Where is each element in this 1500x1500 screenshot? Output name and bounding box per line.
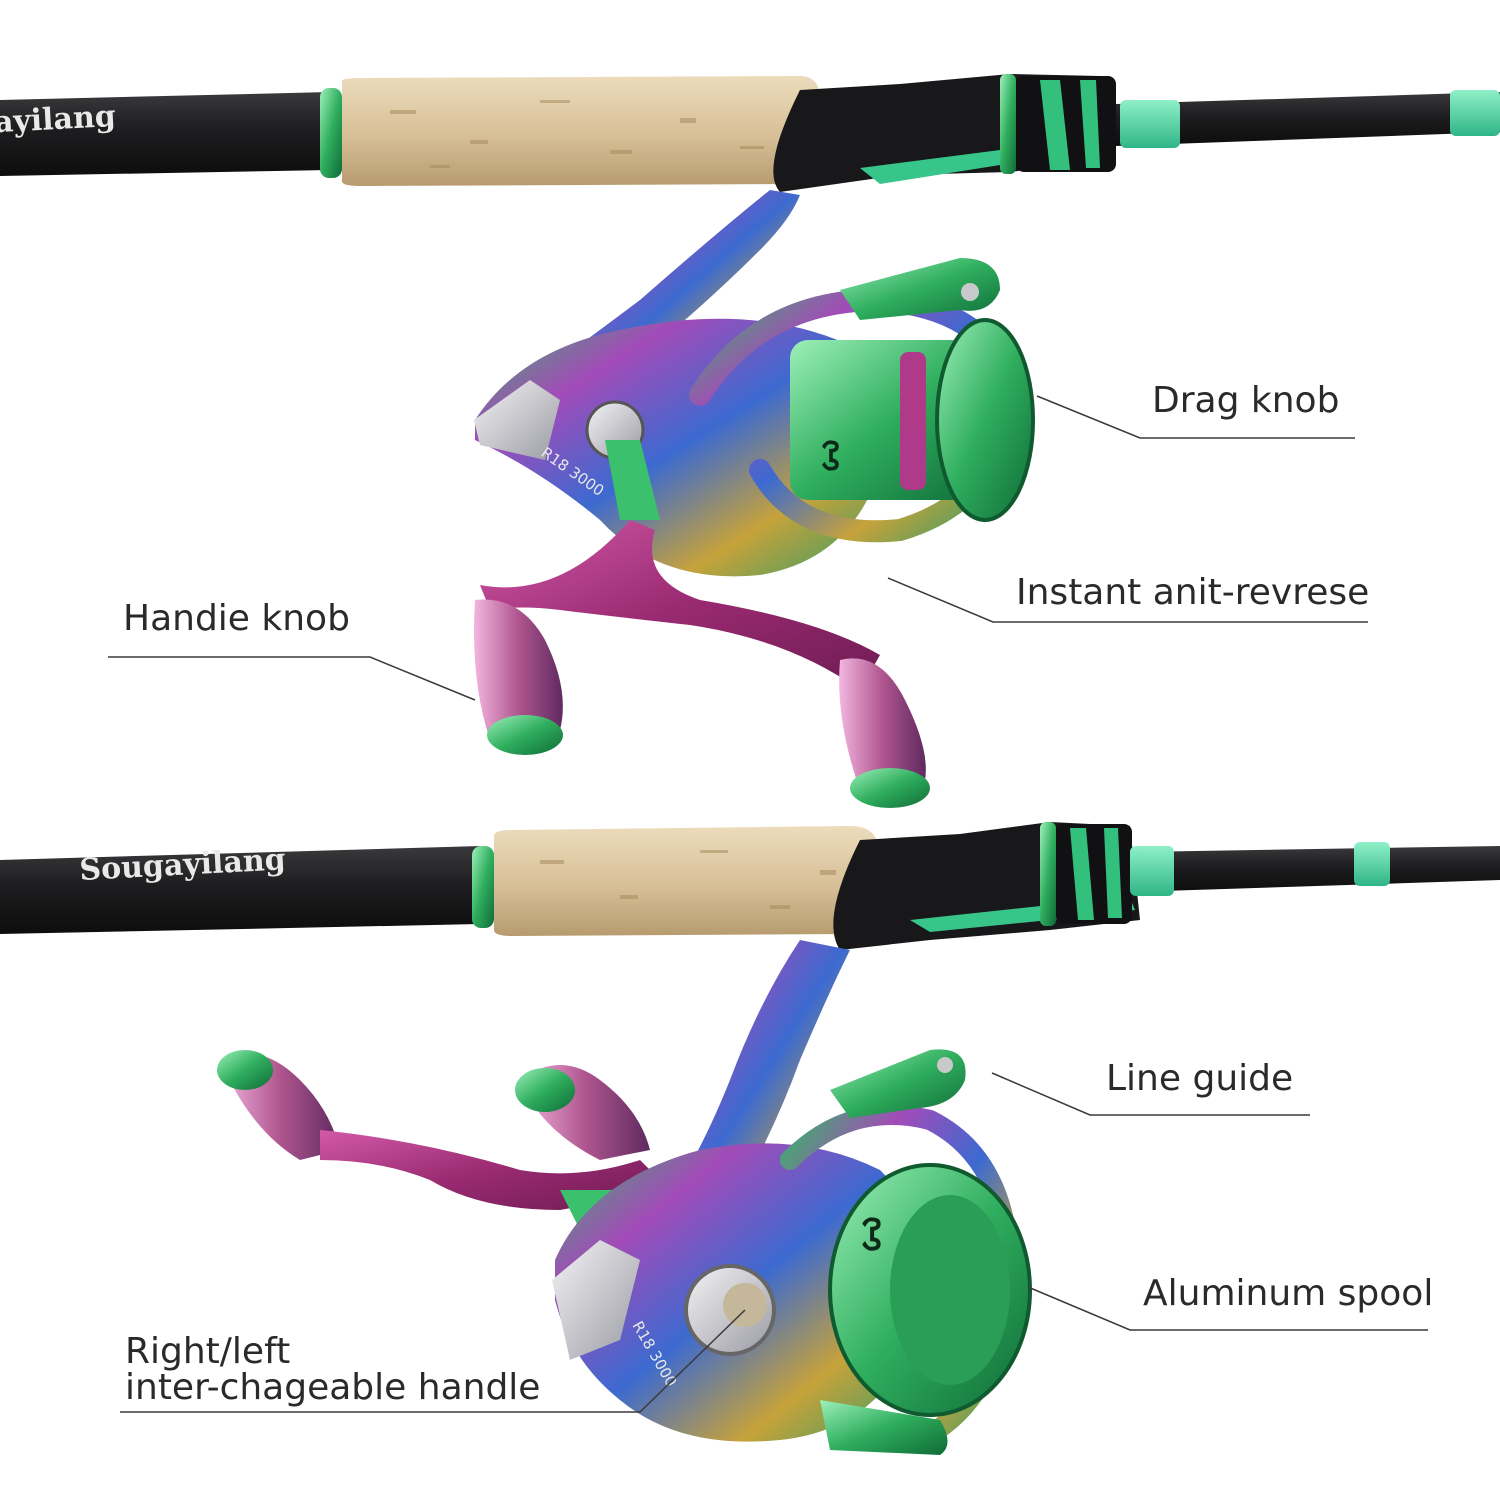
bottom-rod-mint-wrap-1: [1130, 846, 1174, 896]
callout-anti-reverse: Instant anit-revrese: [1016, 572, 1370, 613]
bottom-reel-knob-far: [217, 1050, 340, 1160]
top-reel-handle-arm: [480, 520, 880, 690]
bottom-reel-handle-socket-inner: [723, 1283, 767, 1327]
top-reel-knob-left: [474, 599, 563, 755]
bottom-rod: Sougayilang: [0, 822, 1500, 950]
leader-line-drag-knob: [1036, 395, 1355, 439]
top-rod-hood-ring: [1000, 74, 1016, 174]
top-rod-cork-grip: [341, 76, 820, 186]
callout-handle-knob: Handie knob: [123, 598, 350, 639]
top-reel-line-roller: [840, 258, 1000, 320]
leader-lines: [108, 395, 1428, 1413]
top-reel-roller-screw: [961, 283, 979, 301]
top-rod-mint-wrap-2: [1450, 90, 1500, 136]
leader-line-anti-reverse: [887, 577, 1368, 623]
callout-handle-line2: inter-chageable handle: [125, 1367, 541, 1408]
top-reel-handle-shaft: [605, 440, 660, 520]
bottom-reel-silver-cap: [552, 1240, 640, 1360]
leader-line-handle: [120, 1309, 746, 1413]
top-rod-mint-wrap-1: [1120, 100, 1180, 148]
top-rod-hood-green-stripes: [1040, 80, 1100, 170]
top-rod-tip-blank: [1116, 92, 1500, 146]
bottom-reel-line-roller: [830, 1049, 966, 1118]
bottom-reel-spool-logo: ꕘ: [860, 1210, 883, 1261]
bottom-reel-roller-screw: [937, 1057, 953, 1073]
bottom-rod-green-ring: [472, 846, 494, 928]
top-reel-knob-right: [839, 658, 930, 808]
top-rod: Sougayilang: [0, 74, 1500, 192]
callout-line-guide: Line guide: [1106, 1058, 1294, 1099]
bottom-rod-cork-grip: [494, 826, 878, 936]
bottom-rod-cork-texture: [540, 850, 836, 909]
bottom-rod-tip-blank: [1132, 846, 1500, 892]
bottom-rod-mint-wrap-2: [1354, 842, 1390, 886]
top-reel: R18 3000 ꕘ: [474, 190, 1035, 808]
top-rod-cork-texture: [390, 100, 764, 168]
leader-line-line-guide: [991, 1072, 1310, 1116]
top-reel-silver-cap: [474, 380, 560, 460]
bottom-reel-spool-face: [890, 1195, 1010, 1385]
callout-drag-knob: Drag knob: [1152, 380, 1340, 421]
top-rod-blank: [0, 92, 330, 176]
bottom-rod-hood-green-stripes: [1070, 828, 1122, 920]
leader-line-spool: [1027, 1286, 1428, 1331]
top-reel-spool-line: [900, 352, 926, 490]
bottom-reel-foot: [820, 1400, 948, 1455]
bottom-reel: R18 3000 ꕘ: [217, 940, 1032, 1455]
top-reel-spool-logo: ꕘ: [820, 434, 841, 480]
top-reel-drag-knob: [935, 318, 1035, 522]
callout-spool: Aluminum spool: [1143, 1273, 1434, 1314]
top-rod-green-ring: [320, 88, 342, 178]
callout-handle-line1: Right/left: [125, 1331, 291, 1372]
bottom-reel-knob-near: [515, 1065, 650, 1160]
leader-line-handle-knob: [108, 656, 476, 701]
bottom-rod-hood-ring: [1040, 822, 1056, 926]
bottom-rod-blank: [0, 846, 480, 934]
